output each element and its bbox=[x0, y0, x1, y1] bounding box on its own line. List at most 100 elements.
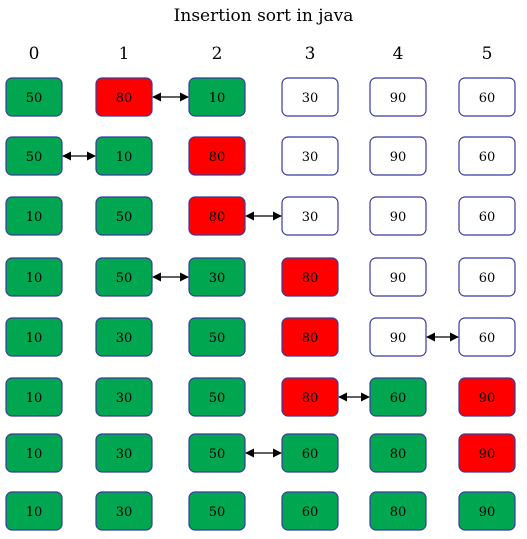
array-cell: 10 bbox=[5, 377, 63, 417]
array-cell: 50 bbox=[188, 317, 246, 357]
array-cell: 60 bbox=[281, 491, 339, 531]
cell-value: 60 bbox=[479, 331, 496, 346]
cell-box bbox=[281, 377, 339, 417]
array-cell: 10 bbox=[5, 257, 63, 297]
cell-box bbox=[188, 433, 246, 473]
cell-value: 80 bbox=[302, 391, 319, 406]
cell-box bbox=[458, 196, 516, 236]
cell-value: 80 bbox=[116, 91, 133, 106]
array-cell: 80 bbox=[95, 77, 153, 117]
cell-box bbox=[281, 257, 339, 297]
cell-value: 80 bbox=[390, 447, 407, 462]
array-cell: 90 bbox=[369, 196, 427, 236]
array-cell: 90 bbox=[369, 136, 427, 176]
cell-value: 50 bbox=[116, 210, 133, 225]
cell-box bbox=[5, 196, 63, 236]
cell-box bbox=[369, 377, 427, 417]
cell-value: 60 bbox=[302, 505, 319, 520]
array-cell: 90 bbox=[458, 377, 516, 417]
cell-box bbox=[95, 317, 153, 357]
cell-value: 30 bbox=[302, 210, 319, 225]
cell-box bbox=[188, 317, 246, 357]
array-cell: 50 bbox=[5, 77, 63, 117]
array-cell: 50 bbox=[188, 433, 246, 473]
cell-value: 60 bbox=[479, 271, 496, 286]
array-cell: 10 bbox=[5, 433, 63, 473]
array-cell: 80 bbox=[188, 136, 246, 176]
array-cell: 30 bbox=[281, 77, 339, 117]
cell-value: 30 bbox=[116, 331, 133, 346]
cell-box bbox=[458, 77, 516, 117]
index-label-1: 1 bbox=[118, 44, 130, 64]
array-cell: 30 bbox=[188, 257, 246, 297]
cell-box bbox=[95, 196, 153, 236]
array-cell: 10 bbox=[95, 136, 153, 176]
cell-box bbox=[281, 491, 339, 531]
array-cell: 90 bbox=[458, 491, 516, 531]
cell-value: 90 bbox=[479, 505, 496, 520]
array-cell: 30 bbox=[95, 491, 153, 531]
cell-box bbox=[458, 491, 516, 531]
array-cell: 10 bbox=[5, 491, 63, 531]
cell-value: 60 bbox=[390, 391, 407, 406]
cell-value: 30 bbox=[116, 505, 133, 520]
cell-value: 60 bbox=[302, 447, 319, 462]
row-7: 10 30 50 60 80 90 bbox=[5, 491, 516, 531]
array-cell: 80 bbox=[369, 491, 427, 531]
cell-value: 60 bbox=[479, 210, 496, 225]
cell-value: 50 bbox=[209, 391, 226, 406]
cell-value: 10 bbox=[209, 91, 226, 106]
cell-box bbox=[188, 257, 246, 297]
cell-value: 50 bbox=[26, 91, 43, 106]
cell-value: 60 bbox=[479, 91, 496, 106]
cell-box bbox=[281, 136, 339, 176]
cell-value: 80 bbox=[302, 271, 319, 286]
cell-box bbox=[5, 257, 63, 297]
array-cell: 60 bbox=[369, 377, 427, 417]
cell-box bbox=[95, 77, 153, 117]
cell-value: 60 bbox=[479, 150, 496, 165]
cell-value: 90 bbox=[390, 150, 407, 165]
cell-value: 50 bbox=[209, 505, 226, 520]
cell-box bbox=[188, 77, 246, 117]
cell-box bbox=[369, 136, 427, 176]
cell-box bbox=[95, 433, 153, 473]
cell-value: 10 bbox=[26, 447, 43, 462]
cell-value: 10 bbox=[26, 391, 43, 406]
row-0: 50 80 10 30 90 60 bbox=[5, 77, 516, 117]
cell-box bbox=[188, 491, 246, 531]
cell-box bbox=[369, 257, 427, 297]
index-label-3: 3 bbox=[304, 44, 316, 64]
cell-box bbox=[188, 136, 246, 176]
cell-value: 90 bbox=[390, 331, 407, 346]
cell-value: 90 bbox=[390, 210, 407, 225]
array-cell: 80 bbox=[281, 257, 339, 297]
index-label-5: 5 bbox=[481, 44, 493, 64]
cell-box bbox=[95, 257, 153, 297]
cell-value: 10 bbox=[26, 505, 43, 520]
index-label-2: 2 bbox=[211, 44, 223, 64]
cell-value: 80 bbox=[302, 331, 319, 346]
array-cell: 90 bbox=[369, 77, 427, 117]
cell-box bbox=[5, 377, 63, 417]
array-cell: 50 bbox=[5, 136, 63, 176]
index-label-4: 4 bbox=[392, 44, 404, 64]
array-cell: 50 bbox=[188, 377, 246, 417]
cell-box bbox=[458, 136, 516, 176]
array-cell: 30 bbox=[281, 196, 339, 236]
array-cell: 60 bbox=[458, 77, 516, 117]
cell-value: 10 bbox=[26, 210, 43, 225]
cell-box bbox=[5, 77, 63, 117]
array-cell: 80 bbox=[369, 433, 427, 473]
cell-value: 30 bbox=[116, 447, 133, 462]
cell-box bbox=[369, 196, 427, 236]
array-cell: 90 bbox=[369, 317, 427, 357]
cell-box bbox=[369, 491, 427, 531]
cell-box bbox=[5, 433, 63, 473]
diagram-title: Insertion sort in java bbox=[173, 6, 354, 26]
